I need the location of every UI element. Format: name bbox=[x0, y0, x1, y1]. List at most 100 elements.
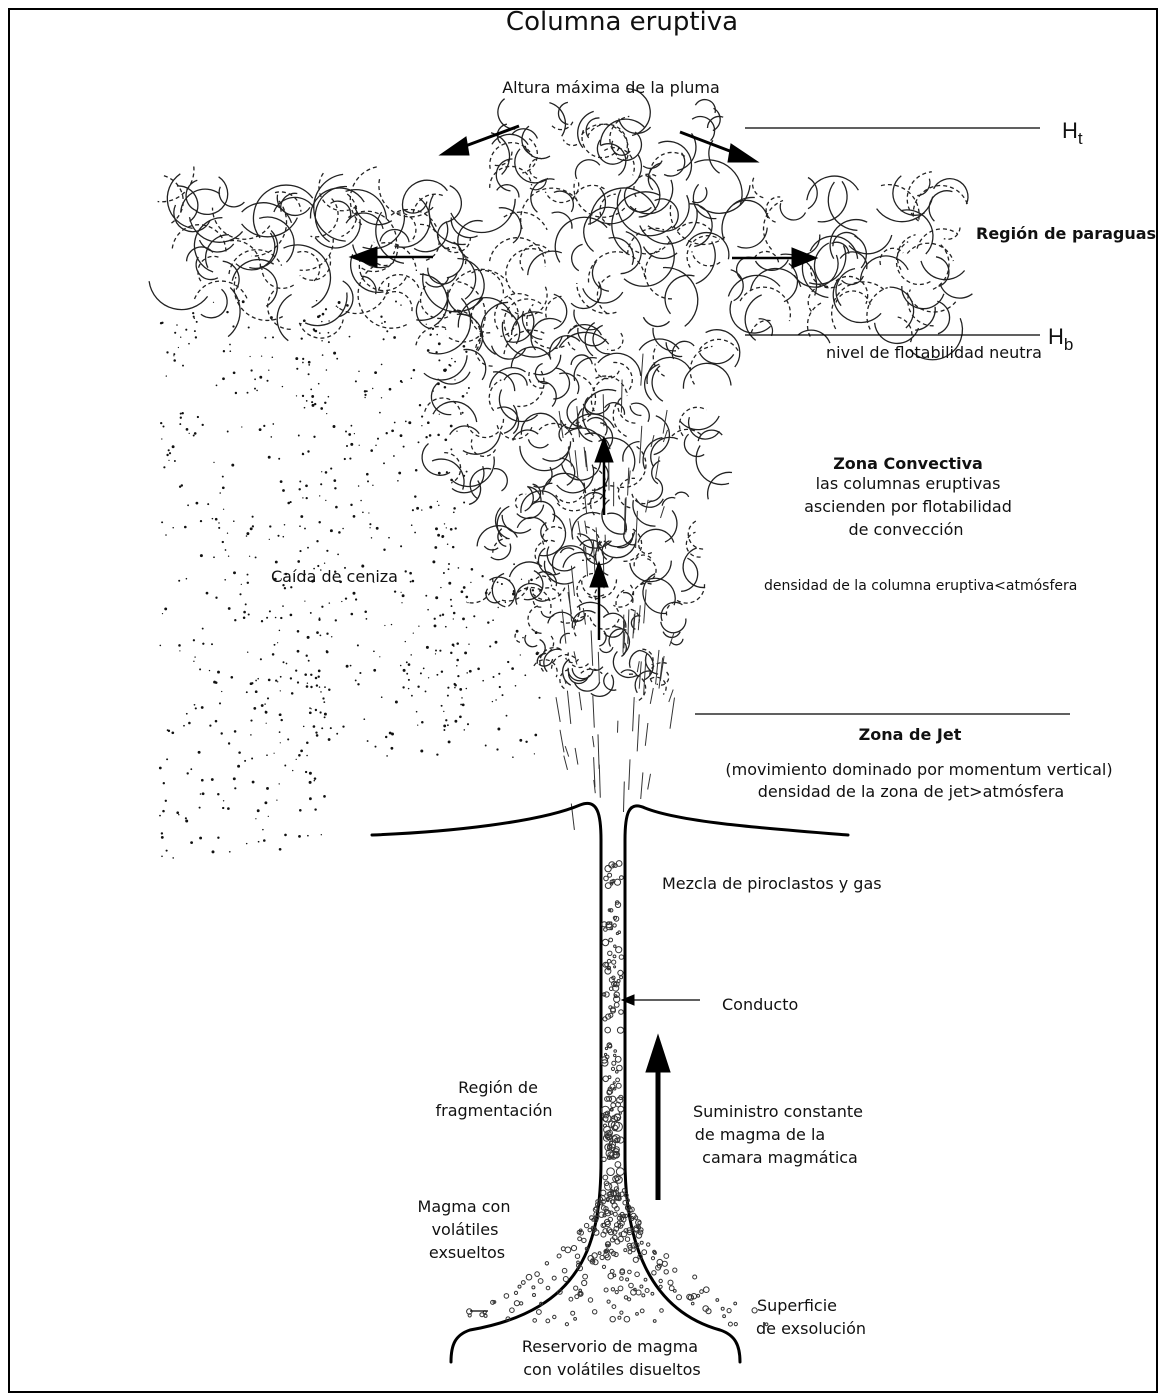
cloud-puff bbox=[700, 353, 734, 364]
cloud-puff bbox=[609, 238, 634, 265]
cloud-puff bbox=[921, 261, 965, 280]
ash-particle bbox=[497, 581, 499, 583]
cloud-puff bbox=[547, 547, 575, 571]
ash-particle bbox=[463, 501, 465, 503]
ash-particle bbox=[201, 779, 204, 782]
ash-particle bbox=[321, 834, 322, 835]
ash-particle bbox=[272, 336, 274, 338]
ash-particle bbox=[222, 476, 224, 478]
cloud-puff bbox=[630, 406, 641, 416]
ash-particle bbox=[179, 650, 180, 651]
ash-particle bbox=[338, 531, 341, 534]
ash-particle bbox=[364, 397, 365, 398]
ash-particle bbox=[353, 515, 356, 518]
cloud-puff bbox=[897, 235, 915, 270]
magma-bubble bbox=[612, 1305, 616, 1309]
ash-particle bbox=[194, 317, 195, 318]
ash-particle bbox=[408, 679, 410, 681]
ash-particle bbox=[280, 617, 282, 619]
ash-particle bbox=[249, 356, 250, 357]
ash-particle bbox=[448, 568, 450, 570]
cloud-puff bbox=[684, 434, 704, 456]
ash-particle bbox=[250, 682, 253, 685]
ash-particle bbox=[315, 731, 317, 733]
magma-bubble bbox=[617, 980, 620, 983]
cloud-puff bbox=[552, 122, 573, 130]
ash-particle bbox=[297, 681, 299, 683]
ash-particle bbox=[360, 500, 362, 502]
ash-particle bbox=[316, 734, 319, 737]
ash-particle bbox=[178, 347, 179, 348]
cloud-puff bbox=[228, 288, 240, 337]
ash-particle bbox=[337, 307, 338, 308]
ash-particle bbox=[300, 515, 303, 518]
magma-bubble bbox=[616, 932, 618, 934]
ash-particle bbox=[161, 832, 163, 834]
ash-particle bbox=[282, 489, 285, 492]
ash-particle bbox=[401, 381, 403, 383]
magma-bubble bbox=[629, 1283, 634, 1288]
ash-particle bbox=[167, 729, 169, 731]
ash-particle bbox=[367, 740, 369, 742]
cloud-puff bbox=[740, 287, 790, 321]
ash-particle bbox=[237, 765, 240, 768]
ash-particle bbox=[381, 696, 383, 698]
magma-bubble bbox=[584, 1223, 588, 1227]
cloud-puff bbox=[149, 281, 208, 309]
ash-particle bbox=[346, 445, 348, 447]
ash-particle bbox=[493, 676, 495, 678]
magma-bubble bbox=[607, 1168, 615, 1176]
ash-particle bbox=[366, 473, 369, 476]
ash-particle bbox=[233, 777, 236, 780]
cloud-puff bbox=[600, 194, 616, 225]
cloud-puff bbox=[531, 179, 555, 212]
ash-particle bbox=[430, 335, 431, 336]
ash-particle bbox=[328, 738, 331, 741]
ash-particle bbox=[462, 395, 465, 398]
ash-particle bbox=[436, 674, 438, 676]
ash-particle bbox=[328, 341, 330, 343]
ash-particle bbox=[202, 792, 205, 795]
ash-particle bbox=[245, 603, 247, 605]
label-exsolved-line2: volátiles bbox=[432, 1219, 499, 1240]
ash-particle bbox=[444, 386, 447, 389]
ash-particle bbox=[441, 705, 443, 707]
ash-particle bbox=[190, 841, 193, 844]
ash-particle bbox=[280, 676, 282, 678]
ash-particle bbox=[161, 521, 163, 523]
jet-streak bbox=[568, 447, 571, 466]
ash-particle bbox=[453, 511, 455, 513]
ash-particle bbox=[495, 699, 496, 700]
ash-particle bbox=[405, 570, 407, 572]
ash-particle bbox=[296, 395, 297, 396]
magma-bubble bbox=[583, 1274, 588, 1279]
cloud-puff bbox=[661, 602, 682, 621]
cloud-puff bbox=[670, 203, 725, 245]
cloud-puff bbox=[531, 501, 555, 521]
arrow-up-supply bbox=[646, 1035, 670, 1072]
ash-particle bbox=[410, 581, 412, 583]
ash-particle bbox=[421, 416, 423, 418]
magma-bubble bbox=[588, 1298, 592, 1302]
ash-particle bbox=[306, 755, 308, 757]
label-conduit: Conducto bbox=[722, 994, 798, 1015]
cloud-puff bbox=[890, 287, 914, 328]
ash-particle bbox=[383, 548, 385, 550]
ash-particle bbox=[280, 719, 282, 721]
ash-particle bbox=[250, 369, 252, 371]
ash-particle bbox=[450, 425, 453, 428]
ash-particle bbox=[279, 630, 281, 632]
cloud-puff bbox=[753, 177, 764, 198]
cloud-puff bbox=[447, 186, 461, 222]
ash-particle bbox=[255, 680, 257, 682]
magma-bubble bbox=[615, 1056, 621, 1062]
jet-streak bbox=[629, 471, 630, 484]
ash-particle bbox=[400, 545, 402, 547]
ash-particle bbox=[453, 618, 454, 619]
ash-particle bbox=[161, 322, 163, 324]
ash-particle bbox=[301, 337, 303, 339]
ash-particle bbox=[414, 495, 416, 497]
ash-particle bbox=[464, 651, 467, 654]
cloud-puff bbox=[672, 429, 701, 436]
ash-particle bbox=[250, 720, 252, 722]
